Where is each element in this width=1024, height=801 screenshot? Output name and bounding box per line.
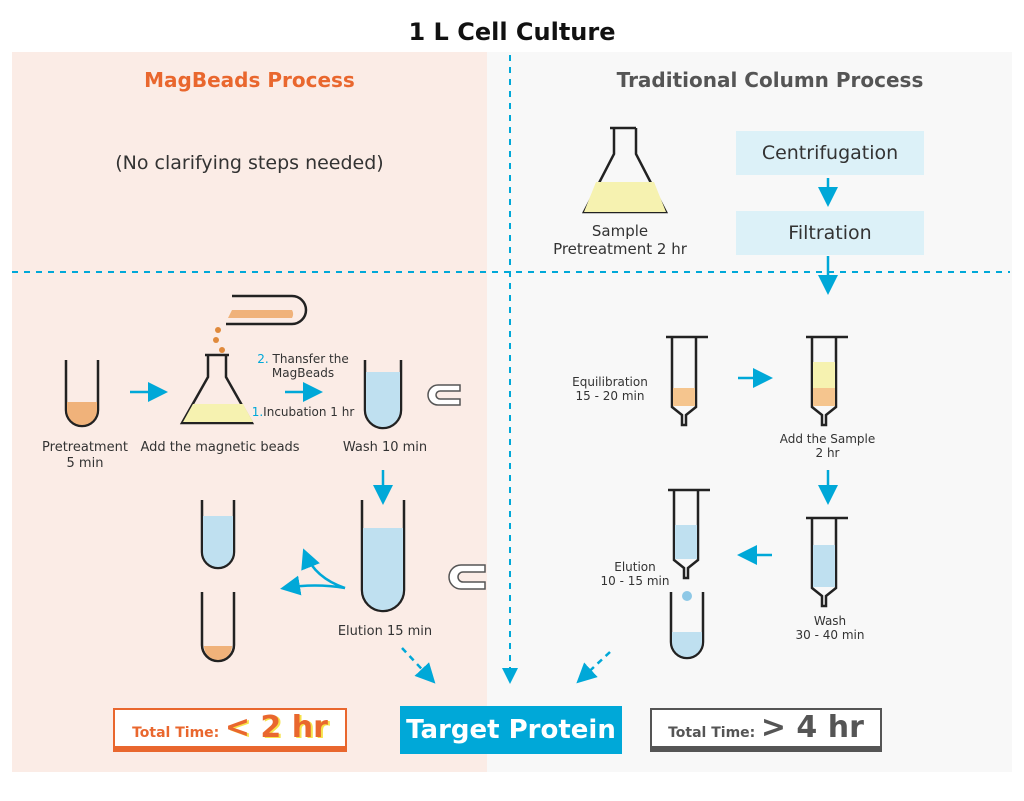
wash-label: Wash 10 min [342,440,428,455]
wash-column-icon [806,516,848,608]
beads-tube-icon [200,592,236,663]
magbeads-heading: MagBeads Process [144,68,355,92]
traditional-total-time: Total Time: > 4 hr [650,708,882,752]
no-clarifying-note: (No clarifying steps needed) [115,152,384,174]
add-beads-label: Add the magnetic beads [140,440,300,455]
collection-tube-icon [669,592,705,660]
filtration-box: Filtration [736,211,924,255]
magbeads-total-time: Total Time: < 2 hr [113,708,347,752]
elution-label: Elution 15 min [337,624,433,639]
elution-tube-icon [360,500,406,613]
magnet-icon [448,564,486,590]
magnet-icon [427,384,461,406]
pretreatment-tube-icon [64,360,100,428]
incubation-label: 1.Incubation 1 hr [251,405,355,419]
page-title: 1 L Cell Culture [408,18,616,46]
centrifugation-box: Centrifugation [736,131,924,175]
flask-icon [179,353,255,425]
sample-flask-icon [581,126,669,214]
target-protein-box: Target Protein [400,706,622,754]
equilibration-column-icon [666,335,708,427]
traditional-heading: Traditional Column Process [616,68,924,92]
add-sample-column-icon [806,335,848,427]
elution-column-icon [668,488,710,601]
wash-tube-icon [363,360,403,430]
protein-tube-icon [200,500,236,570]
pouring-tube-icon [213,294,308,353]
